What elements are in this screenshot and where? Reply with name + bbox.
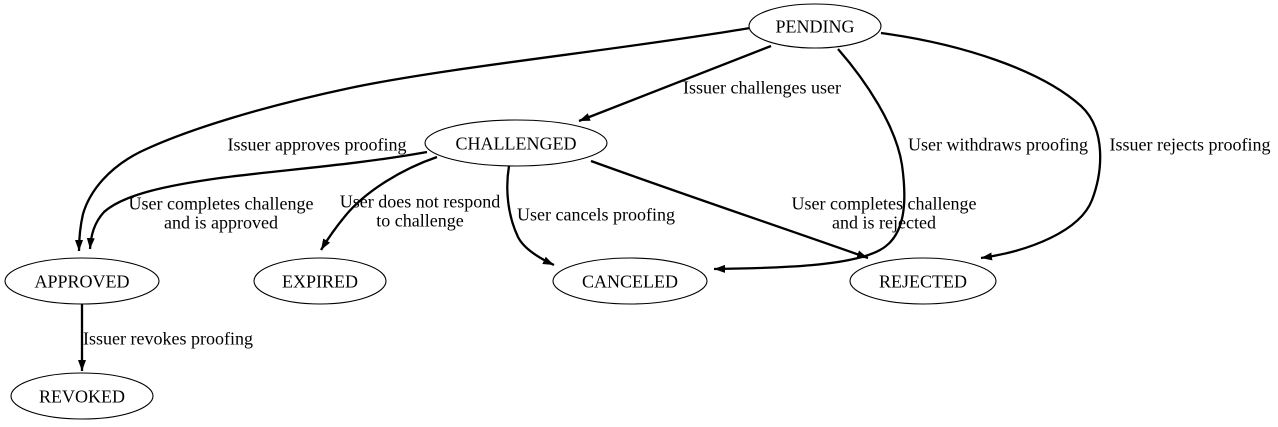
edge-pending-canceled [713,48,906,273]
state-node-challenged: CHALLENGED [424,119,608,167]
state-node-ellipse-expired [253,257,387,305]
edge-label-approved-revoked: Issuer revokes proofing [83,328,253,348]
state-node-pending: PENDING [748,3,882,49]
edge-challenged-approved [86,150,428,250]
edge-label-challenged-rejected: and is rejected [832,212,936,232]
state-node-ellipse-rejected [849,257,997,305]
state-node-approved: APPROVED [4,257,160,305]
state-node-label-approved: APPROVED [34,271,129,291]
state-node-ellipse-revoked [10,372,154,420]
edges-layer [75,26,1102,371]
state-node-ellipse-pending [748,3,882,49]
state-node-rejected: REJECTED [849,257,997,305]
edge-label-pending-approved: Issuer approves proofing [228,134,407,154]
state-node-label-pending: PENDING [776,16,855,36]
edge-label-challenged-expired: User does not respond [340,191,500,211]
edge-label-challenged-canceled: User cancels proofing [517,204,675,224]
edge-label-challenged-rejected: User completes challenge [792,193,977,213]
nodes-layer: PENDING CHALLENGED APPROVED EXPIRED CANCELED… [4,3,997,420]
edge-label-challenged-approved: User completes challenge [129,193,314,213]
edge-label-pending-rejected: Issuer rejects proofing [1110,134,1271,154]
edge-pending-approved [75,26,751,252]
edge-challenged-rejected [590,159,869,260]
state-node-label-challenged: CHALLENGED [456,133,577,153]
edge-pending-rejected [880,31,1102,261]
edge-label-pending-canceled: User withdraws proofing [908,134,1088,154]
edge-challenged-canceled [506,165,555,267]
state-node-ellipse-canceled [552,257,708,305]
state-node-ellipse-approved [4,257,160,305]
state-node-label-canceled: CANCELED [582,271,678,291]
edge-pending-challenged [578,44,772,123]
state-node-label-rejected: REJECTED [879,271,967,291]
state-node-revoked: REVOKED [10,372,154,420]
state-node-label-revoked: REVOKED [39,386,125,406]
edge-label-challenged-approved: and is approved [164,212,278,232]
state-node-canceled: CANCELED [552,257,708,305]
edge-label-pending-challenged: Issuer challenges user [683,77,841,97]
state-node-expired: EXPIRED [253,257,387,305]
state-node-label-expired: EXPIRED [282,271,358,291]
edge-challenged-expired [320,155,438,251]
edge-label-challenged-expired: to challenge [376,210,463,230]
state-node-ellipse-challenged [424,119,608,167]
